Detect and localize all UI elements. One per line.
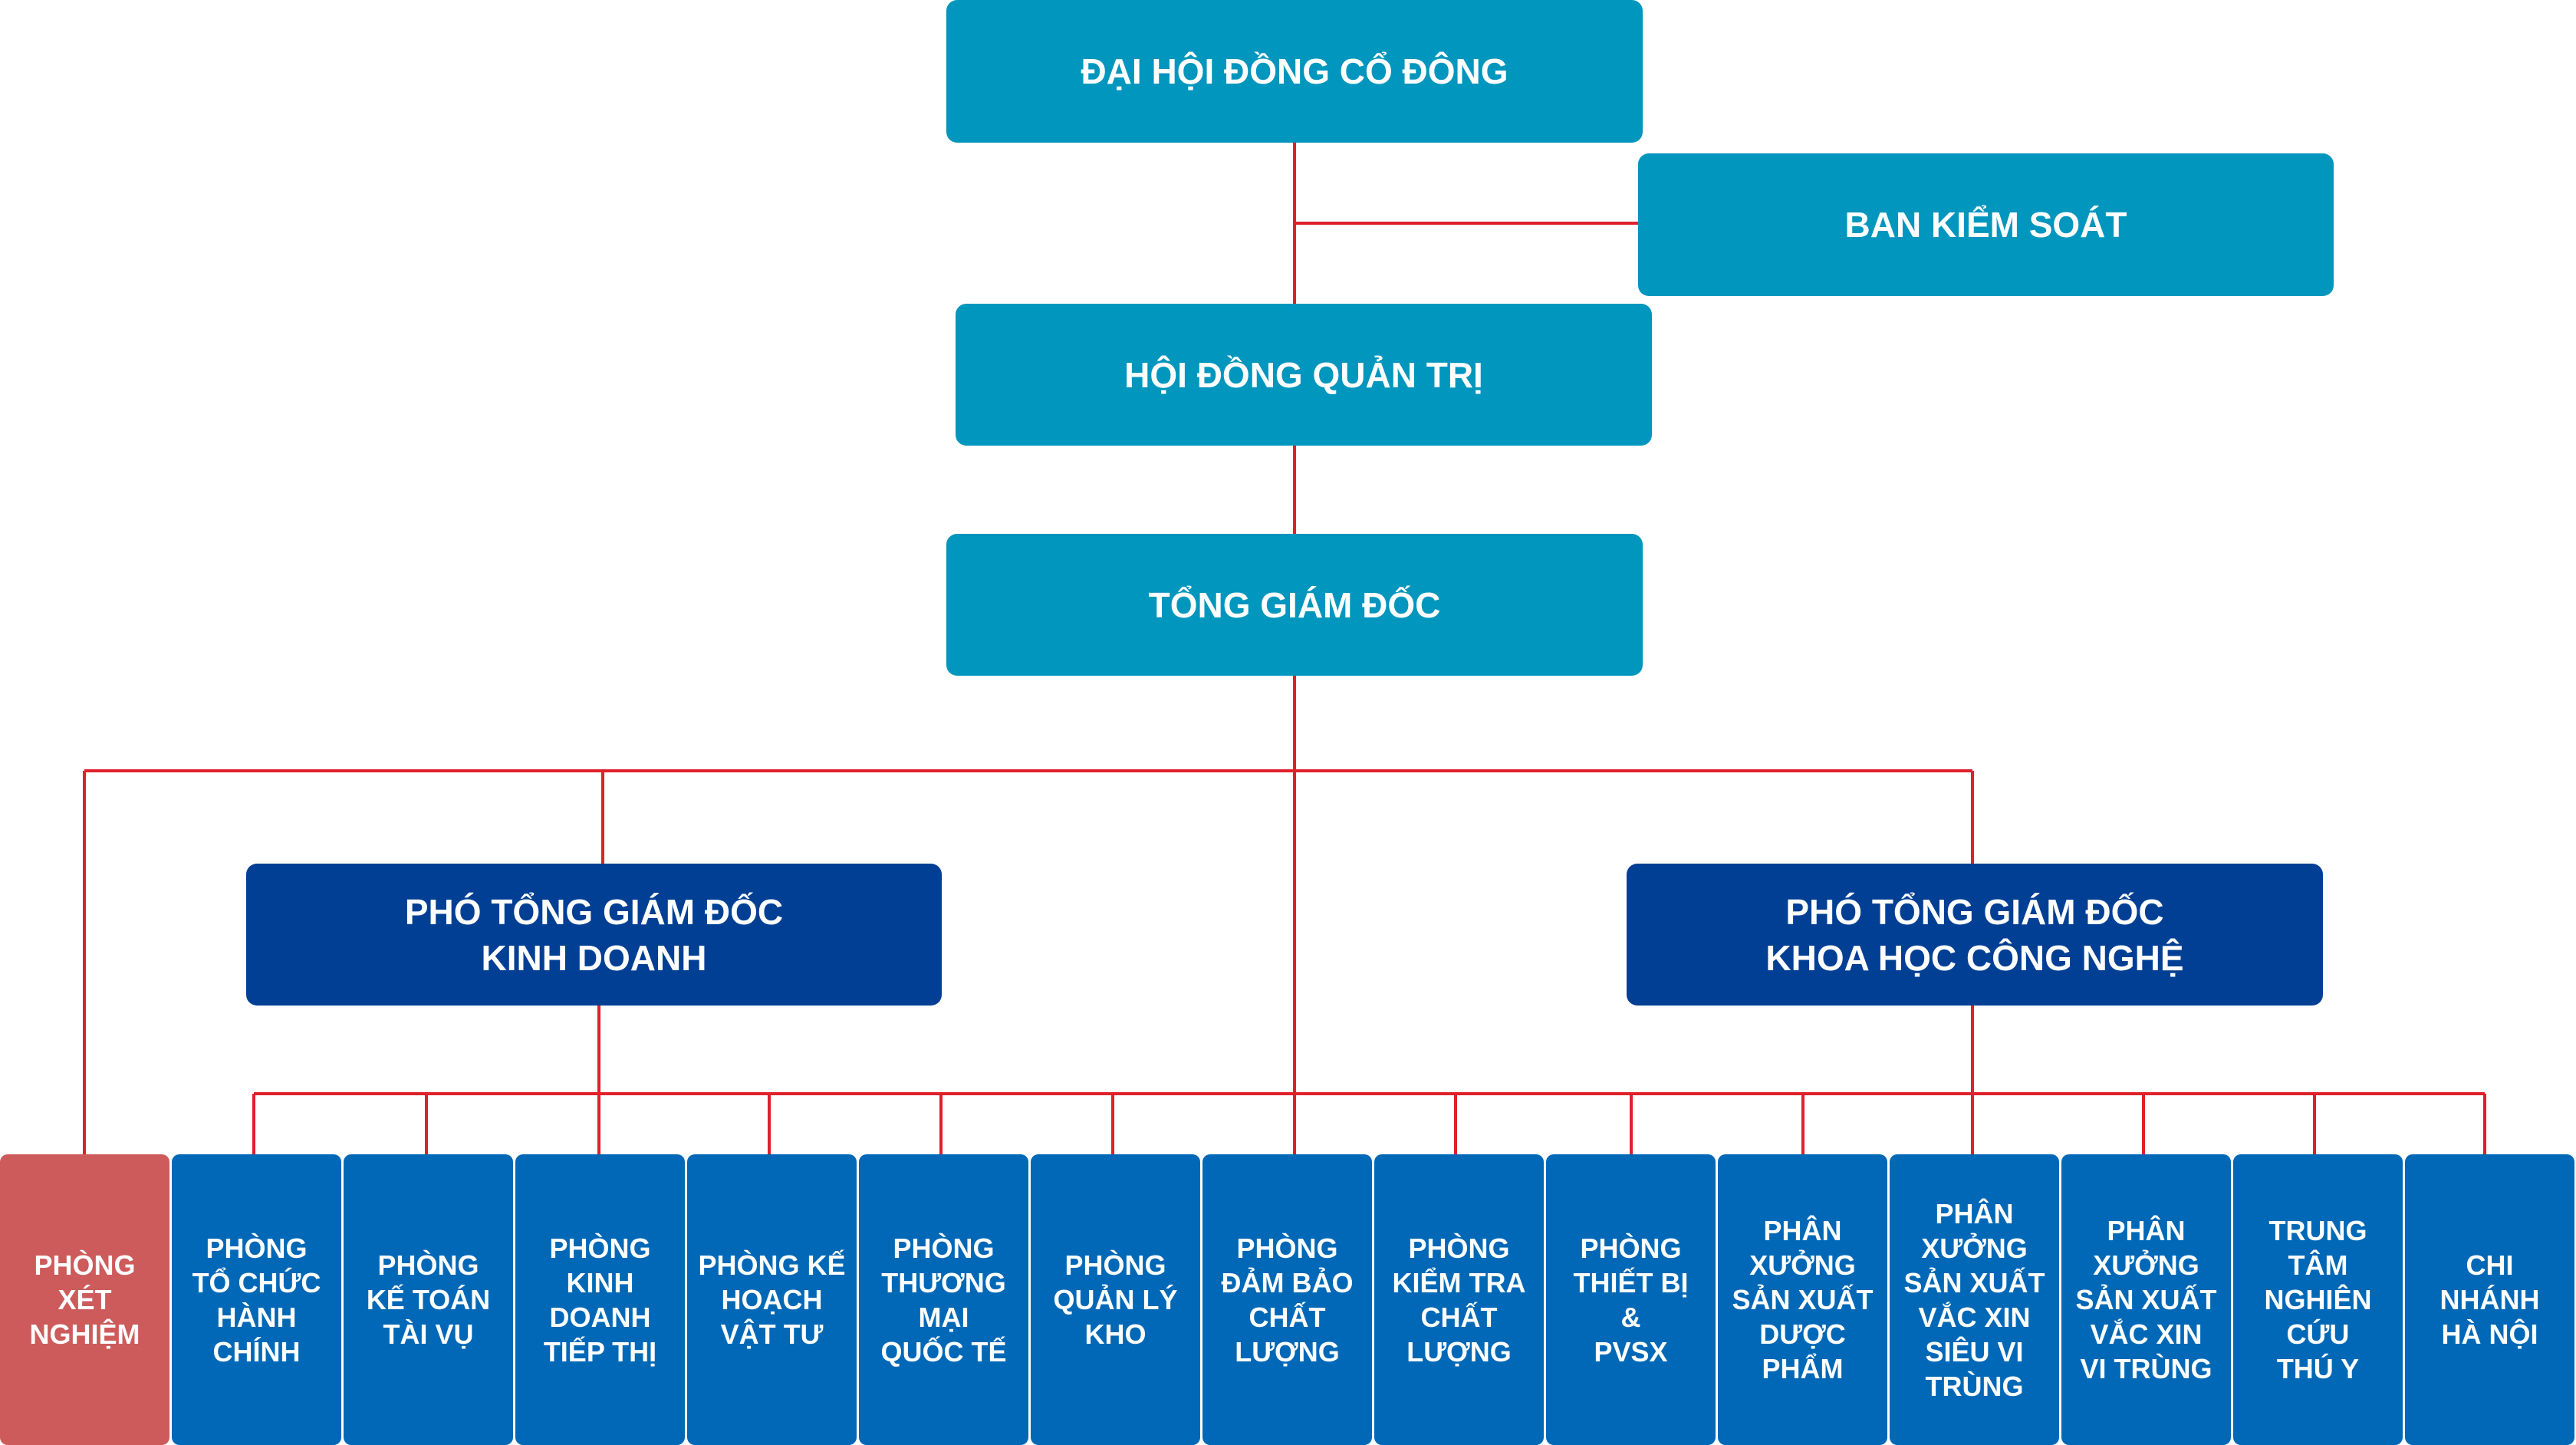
dept-sales-marketing-box: PHÒNG KINH DOANH TIẾP THỊ [515, 1154, 685, 1445]
dept-warehouse-box: PHÒNG QUẢN LÝ KHO [1031, 1154, 1200, 1445]
workshop-bacterial-vaccine-box: PHÂN XƯỞNG SẢN XUẤT VẮC XIN VI TRÙNG [2061, 1154, 2231, 1445]
dept-admin-box: PHÒNG TỔ CHỨC HÀNH CHÍNH [172, 1154, 341, 1445]
shareholders-meeting-box: ĐẠI HỘI ĐỒNG CỔ ĐÔNG [946, 0, 1643, 143]
dept-international-trade-box: PHÒNG THƯƠNG MẠI QUỐC TẾ [859, 1154, 1028, 1445]
hanoi-branch-box: CHI NHÁNH HÀ NỘI [2405, 1154, 2574, 1445]
dept-equipment-box: PHÒNG THIẾT BỊ & PVSX [1546, 1154, 1716, 1445]
deputy-director-science-box: PHÓ TỔNG GIÁM ĐỐC KHOA HỌC CÔNG NGHỆ [1627, 864, 2323, 1006]
deputy-director-business-box: PHÓ TỔNG GIÁM ĐỐC KINH DOANH [246, 864, 942, 1006]
workshop-viral-vaccine-box: PHÂN XƯỞNG SẢN XUẤT VẮC XIN SIÊU VI TRÙN… [1890, 1154, 2059, 1445]
dept-accounting-box: PHÒNG KẾ TOÁN TÀI VỤ [344, 1154, 513, 1445]
board-of-directors-box: HỘI ĐỒNG QUẢN TRỊ [956, 304, 1652, 446]
dept-planning-supplies-box: PHÒNG KẾ HOẠCH VẬT TƯ [687, 1154, 857, 1445]
workshop-pharmaceuticals-box: PHÂN XƯỞNG SẢN XUẤT DƯỢC PHẨM [1718, 1154, 1887, 1445]
supervisory-board-box: BAN KIỂM SOÁT [1638, 153, 2334, 296]
veterinary-research-center-box: TRUNG TÂM NGHIÊN CỨU THÚ Y [2233, 1154, 2403, 1445]
dept-quality-assurance-box: PHÒNG ĐẢM BẢO CHẤT LƯỢNG [1202, 1154, 1372, 1445]
general-director-box: TỔNG GIÁM ĐỐC [946, 534, 1643, 676]
dept-laboratory-box: PHÒNG XÉT NGHIỆM [0, 1154, 169, 1445]
dept-quality-control-box: PHÒNG KIỂM TRA CHẤT LƯỢNG [1374, 1154, 1544, 1445]
